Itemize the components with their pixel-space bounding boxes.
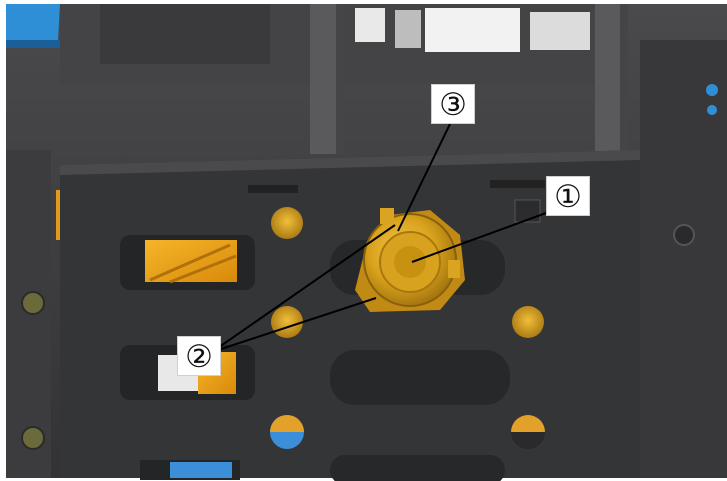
hole-top	[271, 207, 303, 239]
callout-2: ②	[177, 336, 221, 376]
callout-1: ①	[546, 176, 590, 216]
bolt-left-lower	[22, 427, 44, 449]
slot-middle-right	[330, 350, 510, 405]
bolt-left-upper	[22, 292, 44, 314]
hole-right-mid	[512, 306, 544, 338]
hole-mid	[271, 306, 303, 338]
blue-component-top-left	[6, 4, 60, 46]
callout-3: ③	[431, 84, 475, 124]
slot-lower-right	[330, 455, 505, 481]
